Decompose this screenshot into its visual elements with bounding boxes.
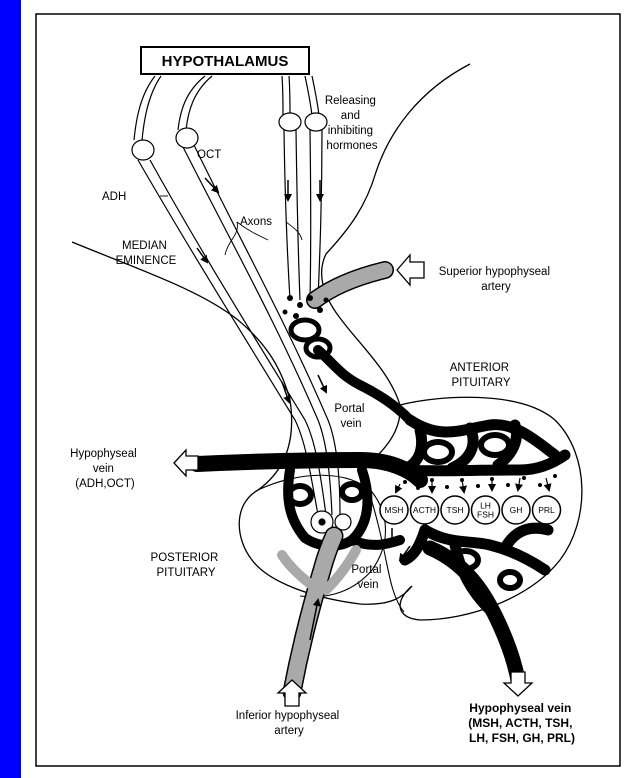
cell-tsh-label: TSH [447, 505, 464, 515]
superior-artery-arrow [397, 255, 424, 285]
releasing-label: Releasing and inhibiting hormones [325, 95, 379, 152]
hypophyseal-vein-left-arrow [174, 450, 198, 476]
neuron-cell-bodies [132, 113, 327, 160]
axons-label: Axons [240, 216, 272, 228]
hypothalamus-label: HYPOTHALAMUS [162, 53, 289, 70]
hypophyseal-vein-bottom-label: Hypophyseal vein (MSH, ACTH, TSH, LH, FS… [468, 701, 576, 745]
cell-prl-label: PRL [538, 505, 555, 515]
hypophyseal-vein-left-label: Hypophyseal vein (ADH,OCT) [70, 448, 140, 490]
cell-acth: ACTH [411, 496, 439, 524]
portal-vein-top-label: Portal vein [334, 403, 367, 430]
cell-tsh: TSH [441, 496, 469, 524]
hypophyseal-vein-left-vessel [197, 460, 420, 480]
median-eminence-label: MEDIAN EMINENCE [116, 240, 177, 267]
hypophyseal-vein-bottom-arrow [504, 672, 532, 696]
inferior-artery-label: Inferior hypophyseal artery [236, 710, 343, 737]
cell-prl: PRL [533, 496, 561, 524]
anterior-pituitary-label: ANTERIOR PITUITARY [450, 362, 513, 389]
cell-msh: MSH [380, 496, 408, 524]
cell-gh-label: GH [510, 505, 523, 515]
cell-lh-fsh-label: FSH [477, 510, 494, 520]
pointer-lines [160, 196, 302, 255]
portal-vein-bottom-label: Portal vein [351, 564, 384, 591]
posterior-pituitary-label: POSTERIOR PITUITARY [151, 552, 222, 579]
adh-label: ADH [102, 191, 126, 203]
superior-artery-label: Superior hypophyseal artery [439, 266, 553, 293]
cell-acth-label: ACTH [413, 505, 436, 515]
inferior-artery-fill [292, 536, 334, 692]
superior-artery-fill [315, 270, 385, 300]
cell-msh-label: MSH [385, 505, 404, 515]
posterior-loops [289, 484, 362, 504]
oct-label: OCT [197, 149, 221, 161]
cell-gh: GH [502, 496, 530, 524]
